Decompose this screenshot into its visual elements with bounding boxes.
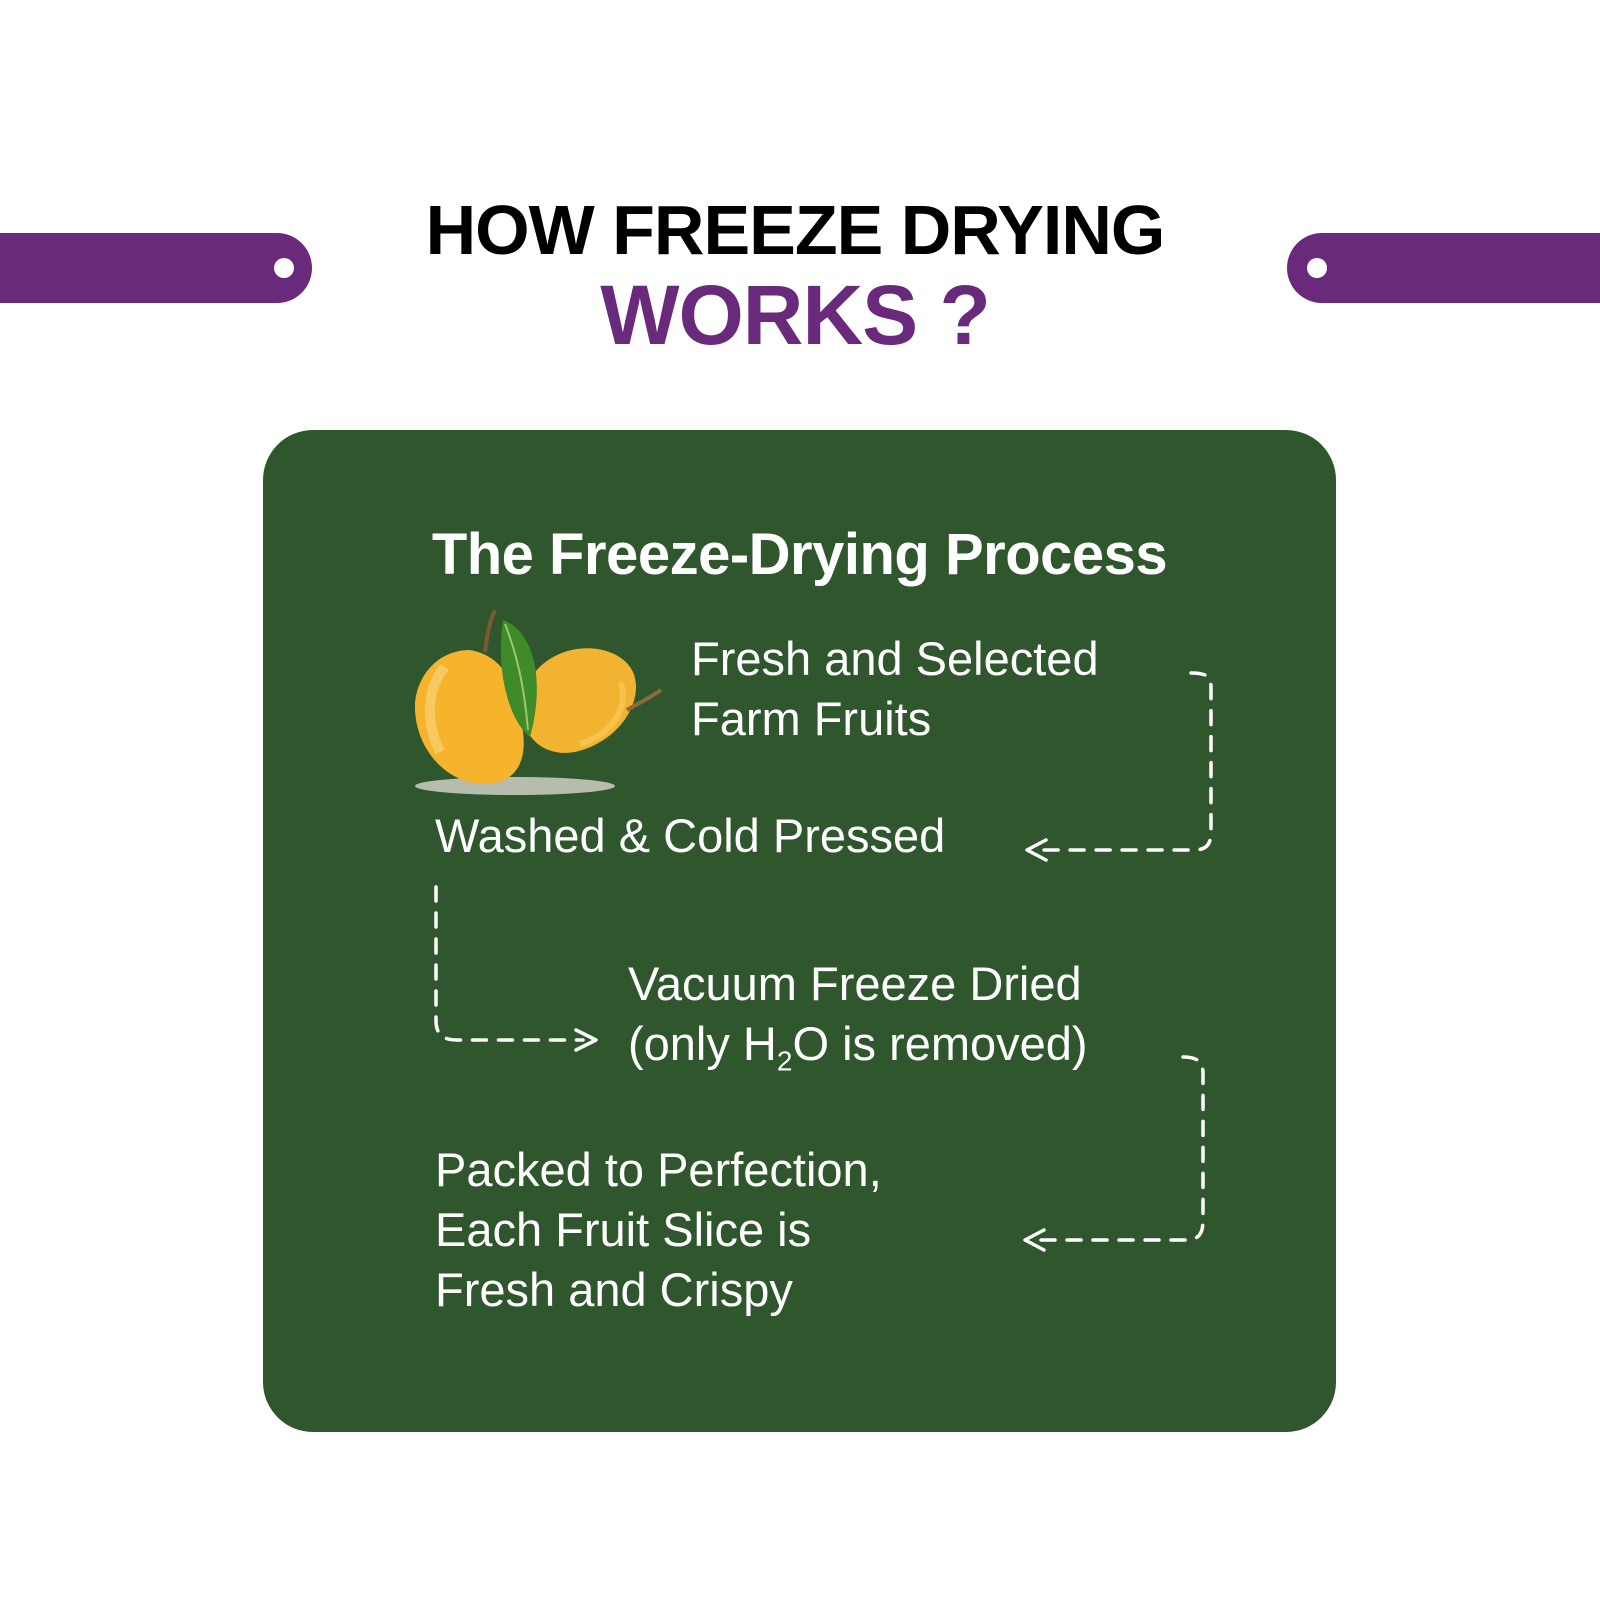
mango-icon xyxy=(415,609,663,795)
arrow-step3-to-step4 xyxy=(1035,1055,1205,1242)
step-washed-pressed: Washed & Cold Pressed xyxy=(435,806,945,866)
step-2-line-1: Washed & Cold Pressed xyxy=(435,809,946,862)
flow-arrows xyxy=(434,671,1213,1252)
step-vacuum-freeze-dried: Vacuum Freeze Dried (only H2O is removed… xyxy=(628,954,1088,1091)
arrow-step2-to-step3 xyxy=(434,885,585,1042)
step-4-line-1: Packed to Perfection, xyxy=(435,1143,882,1196)
step-3-subscript: 2 xyxy=(776,1045,793,1077)
process-panel: The Freeze-Drying Process Fresh and Sele… xyxy=(263,430,1336,1432)
page-title-line1: HOW FREEZE DRYING xyxy=(425,191,1166,269)
right-accent-band xyxy=(1287,233,1600,303)
right-band-dot xyxy=(1307,258,1327,278)
step-packed: Packed to Perfection, Each Fruit Slice i… xyxy=(435,1140,882,1320)
arrow-head-2 xyxy=(574,1028,598,1052)
left-band-dot xyxy=(274,258,294,278)
arrow-head-1 xyxy=(1025,838,1048,862)
step-3-suffix: O is removed) xyxy=(792,1017,1088,1070)
step-3-line-2: (only H2O is removed) xyxy=(628,1014,1088,1091)
step-1-line-1: Fresh and Selected xyxy=(691,632,1099,685)
left-accent-band xyxy=(0,233,312,303)
step-fresh-fruits: Fresh and Selected Farm Fruits xyxy=(691,629,1099,749)
step-4-line-2: Each Fruit Slice is xyxy=(435,1203,812,1256)
panel-title: The Freeze-Drying Process xyxy=(431,522,1168,587)
step-4-line-3: Fresh and Crispy xyxy=(435,1263,793,1316)
page-title-line2: WORKS ? xyxy=(600,268,991,362)
arrow-step1-to-step2 xyxy=(1037,671,1213,852)
step-3-prefix: (only H xyxy=(628,1017,777,1070)
arrow-head-3 xyxy=(1023,1228,1046,1252)
step-1-line-2: Farm Fruits xyxy=(691,692,932,745)
step-3-line-1: Vacuum Freeze Dried xyxy=(628,957,1082,1010)
